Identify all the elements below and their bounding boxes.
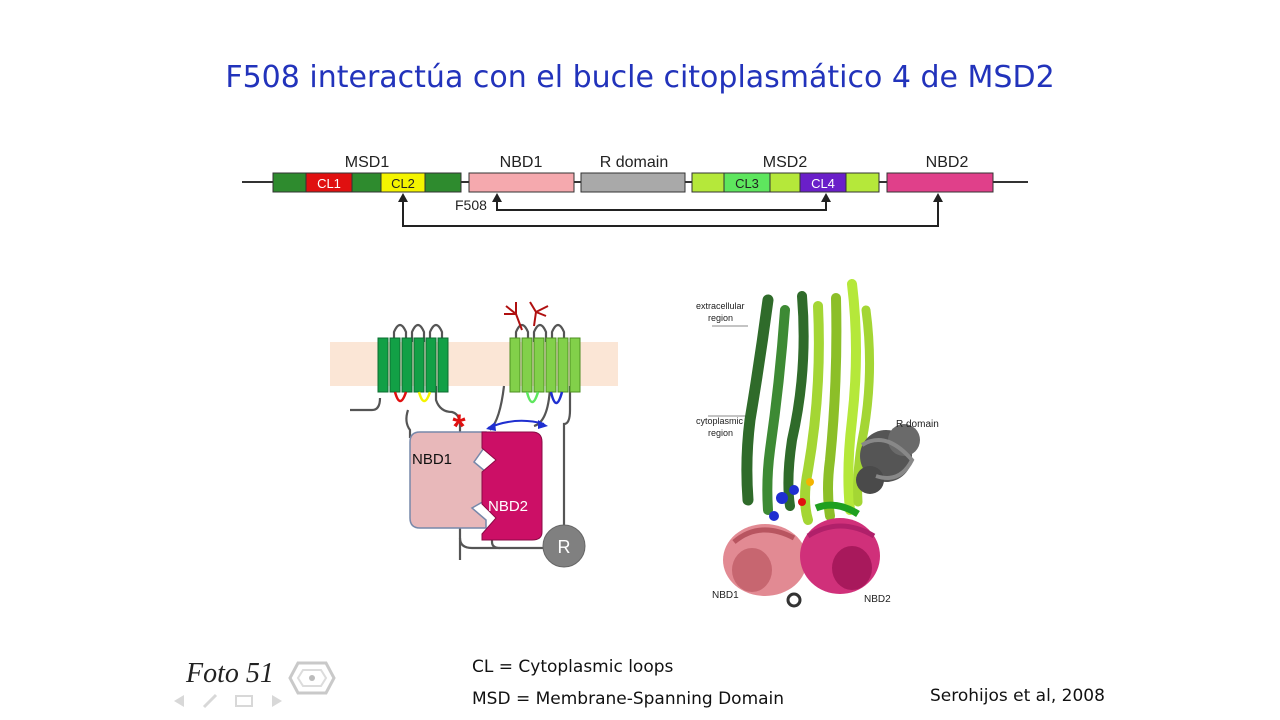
cl4-block [799, 172, 847, 193]
svg-text:cytoplasmic: cytoplasmic [696, 416, 744, 426]
cl1-block [305, 172, 353, 193]
nbd1-label: NBD1 [500, 154, 543, 171]
pen-icon[interactable] [202, 693, 218, 709]
citation: Serohijos et al, 2008 [930, 686, 1105, 706]
nbd2-block [886, 172, 994, 193]
f508-asterisk-icon: * [452, 408, 466, 446]
cl4-arrowhead-upper [821, 193, 831, 202]
footnote-cytoplasmic-loops: CL = Cytoplasmic loops [472, 657, 674, 677]
glycosylation-icon [504, 301, 549, 331]
nbd1-structure-label: NBD1 [712, 590, 739, 601]
footnote-membrane-spanning-domain: MSD = Membrane-Spanning Domain [472, 689, 785, 709]
nbd1-topology-label: NBD1 [412, 451, 452, 468]
previous-slide-icon[interactable] [174, 695, 184, 707]
nbd2-topology-label: NBD2 [488, 498, 528, 515]
msd1-helix-bundle [741, 291, 809, 515]
f508-arrowhead [492, 193, 502, 202]
interaction-arrowhead-left [486, 422, 496, 431]
watermark-text: Foto 51 [186, 658, 274, 689]
extracellular-region-label: extracellular region [696, 301, 748, 327]
f508-label: F508 [455, 197, 487, 213]
cl3-label: CL3 [735, 176, 759, 191]
nbd1-structure [723, 524, 807, 596]
slide-title: F508 interactúa con el bucle citoplasmát… [225, 60, 1055, 95]
cl4-loop [549, 391, 564, 405]
r-domain-label: R domain [600, 154, 668, 171]
svg-text:region: region [708, 428, 733, 438]
nbd2-shape [481, 431, 543, 541]
connecting-chain [350, 323, 572, 560]
menu-icon[interactable] [235, 695, 253, 707]
cl2-block [380, 172, 426, 193]
msd1-helices [377, 337, 449, 393]
nbd2-structure-label: NBD2 [864, 594, 891, 605]
f508-cl4-connector [496, 197, 827, 211]
interaction-arrowhead-right [538, 420, 548, 429]
svg-text:region: region [708, 313, 733, 323]
r-domain-topology-label: R [558, 537, 571, 557]
nbd2-arrowhead [933, 193, 943, 202]
nbd2-structure [800, 518, 880, 594]
r-domain-block [580, 172, 686, 193]
r-domain-structure-label: R domain [896, 419, 939, 430]
msd2-helices [509, 337, 581, 393]
cl4-label: CL4 [811, 176, 835, 191]
cl2-nbd2-connector [402, 197, 939, 227]
cl2-arrowhead [398, 193, 408, 202]
nbd2-label: NBD2 [926, 154, 969, 171]
cl3-block [723, 172, 771, 193]
cl1-label: CL1 [317, 176, 341, 191]
nbd1-block [468, 172, 575, 193]
nbd1-shape [409, 431, 487, 529]
svg-text:extracellular: extracellular [696, 301, 745, 311]
r-domain-cluster [856, 424, 920, 494]
slide-controls [174, 693, 282, 709]
next-slide-icon[interactable] [272, 695, 282, 707]
msd2-label: MSD2 [763, 154, 808, 171]
protein-structure-image: extracellular region cytoplasmic region [690, 270, 950, 620]
msd2-block [691, 172, 880, 193]
msd1-block [272, 172, 462, 193]
topology-diagram: NBD1 NBD2 R * [330, 301, 618, 568]
domain-map: MSD1 CL1 CL2 NBD1 R domain MSD2 CL3 CL4 … [242, 154, 1028, 227]
msd1-label: MSD1 [345, 154, 390, 171]
cl3-loop [525, 391, 540, 404]
cl1-loop [393, 391, 408, 403]
cl2-label: CL2 [391, 176, 415, 191]
r-domain-circle [542, 524, 586, 568]
cl2-loop [417, 391, 432, 403]
cytoplasmic-region-label: cytoplasmic region [696, 415, 748, 438]
watermark-logo [288, 661, 336, 695]
interface-loops [769, 478, 860, 608]
